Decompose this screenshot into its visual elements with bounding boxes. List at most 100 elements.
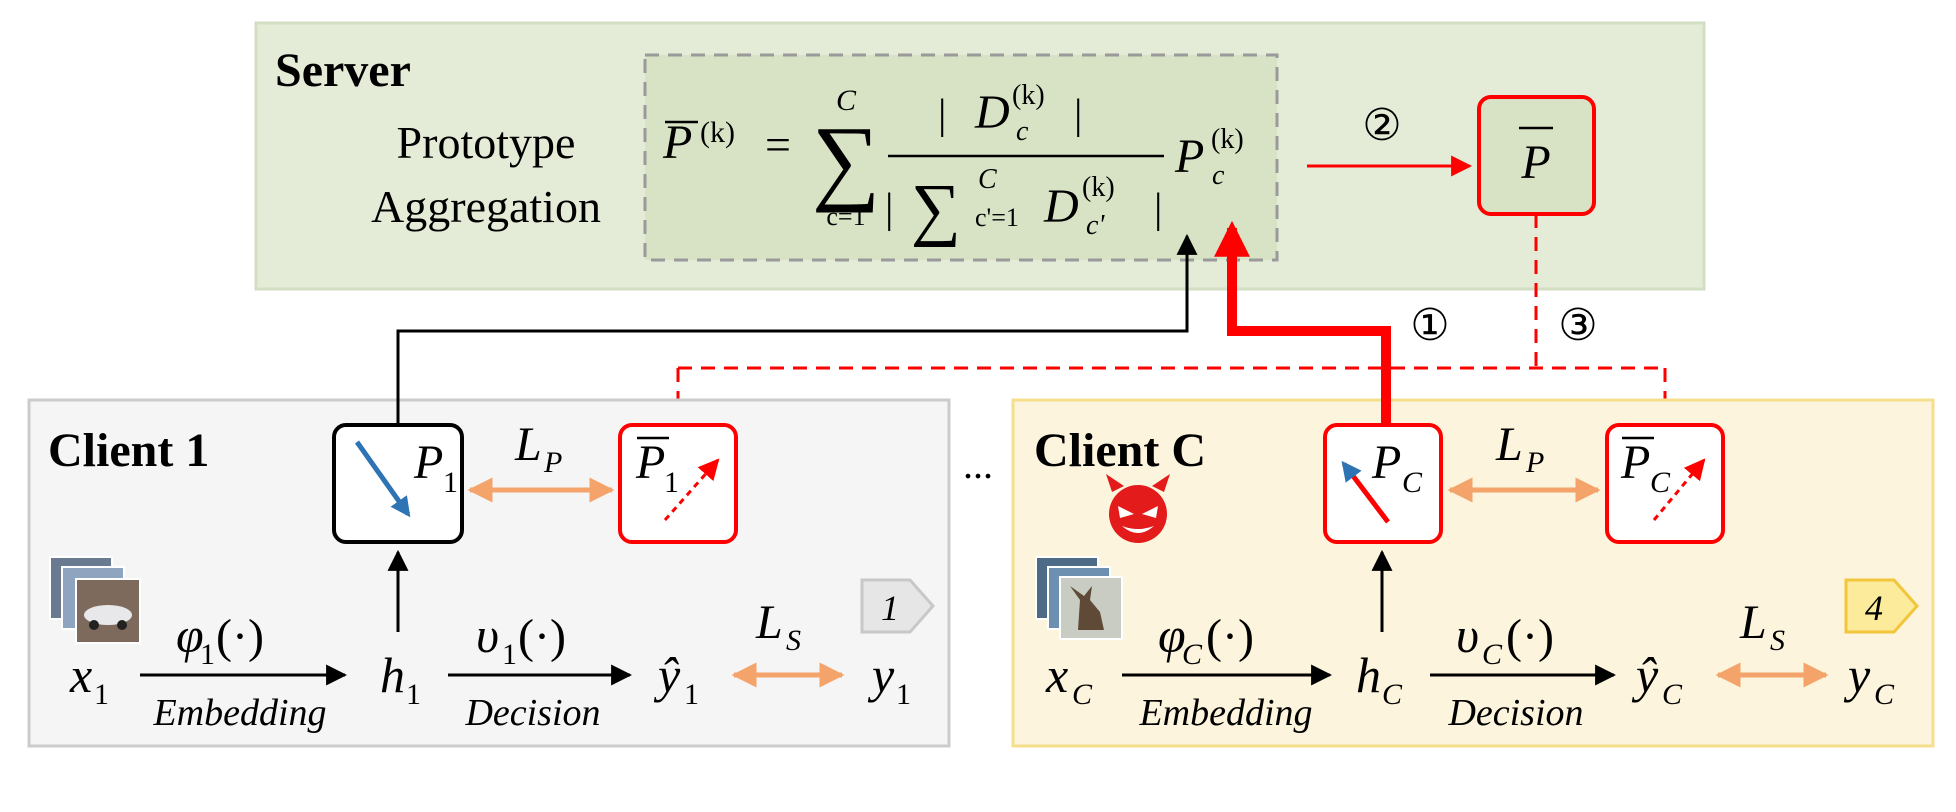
server-title: Server [275, 44, 411, 97]
formula-rhs-sup: (k) [1211, 124, 1244, 155]
global-prototype-symbol: P [1520, 136, 1550, 189]
clientC-yhat-sub: C [1662, 678, 1683, 711]
formula-lhs-sup: (k) [700, 116, 735, 149]
clientC-global-prototype-box [1605, 423, 1725, 544]
clientC-phi-symbol: φ [1158, 607, 1186, 663]
clientC-lp-symbol: L [1495, 418, 1523, 471]
client1-lp-symbol: L [514, 418, 542, 471]
formula-den-bar-left: | [885, 186, 893, 232]
client1-global-symbol: P [635, 436, 665, 489]
server-label-prototype: Prototype [397, 117, 576, 168]
client1-nu-arg: (·) [518, 610, 566, 663]
client1-yhat-sub: 1 [684, 678, 699, 711]
clientC-decision-label: Decision [1447, 692, 1583, 734]
client1-ls-symbol: L [755, 596, 783, 649]
formula-sum-upper: C [836, 84, 857, 117]
server-label-aggregation: Aggregation [371, 181, 601, 232]
clientC-label-tag [1844, 578, 1920, 634]
clientC-prototype-arrow-icon [1341, 460, 1390, 524]
client1-title: Client 1 [48, 424, 209, 477]
aggregation-formula: P (k) = C ∑ c=1 | D (k) c | | ∑ C c'=1 D… [662, 80, 1244, 248]
clientC-x-symbol: x [1045, 647, 1068, 703]
clientC-phi-arg: (·) [1206, 610, 1254, 663]
formula-den-symbol: D [1043, 180, 1079, 233]
clientC-embedding-label: Embedding [1138, 692, 1312, 734]
client1-upload-arrow [396, 233, 1198, 425]
client1-h-sub: 1 [406, 678, 421, 711]
clientC-h-sub: C [1382, 678, 1403, 711]
clientC-ls-sub: S [1770, 624, 1785, 657]
clientC-h-symbol: h [1356, 647, 1381, 703]
client1-nu-sub: 1 [502, 638, 517, 671]
client1-h-symbol: h [380, 647, 405, 703]
client1-label-tag-text: 1 [881, 588, 899, 628]
client1-x-symbol: x [69, 647, 92, 703]
formula-den-sum-upper: C [978, 164, 997, 195]
clientC-nu-symbol: υ [1456, 607, 1479, 663]
client1-image-stack [49, 556, 141, 644]
client1-ls-sub: S [786, 624, 801, 657]
client1-yhat-symbol: ŷ [653, 647, 681, 703]
client1-prototype-arrow-icon [354, 440, 411, 518]
client1-proto-sub: 1 [443, 466, 458, 499]
client1-y-sub: 1 [896, 678, 911, 711]
client1-x-sub: 1 [94, 678, 109, 711]
clientC-proto-symbol: P [1371, 436, 1401, 489]
formula-num-sub: c [1016, 116, 1029, 147]
clientC-y-sub: C [1874, 678, 1895, 711]
clientC-image-stack [1035, 556, 1123, 640]
client1-phi-symbol: φ [176, 607, 204, 663]
client1-label-tag [860, 578, 936, 634]
clientC-ls-symbol: L [1739, 596, 1767, 649]
formula-den-sum-lower: c'=1 [975, 203, 1019, 232]
formula-den-sigma: ∑ [911, 171, 961, 248]
client1-proto-symbol: P [413, 436, 443, 489]
clientC-malicious-upload-arrow [1214, 220, 1391, 425]
formula-den-sup: (k) [1082, 172, 1115, 203]
client1-nu-symbol: υ [476, 607, 499, 663]
client1-y-symbol: y [867, 647, 895, 703]
formula-equals: = [765, 119, 791, 170]
client1-global-arrow-icon [663, 458, 720, 521]
client1-embedding-label: Embedding [152, 692, 326, 734]
client1-lp-sub: P [543, 446, 562, 479]
clientC-nu-arg: (·) [1506, 610, 1554, 663]
clients-ellipsis: ... [963, 442, 993, 487]
formula-num-sup: (k) [1012, 80, 1045, 111]
client1-phi-sub: 1 [200, 638, 215, 671]
clientC-global-symbol: P [1620, 436, 1650, 489]
formula-rhs-sub: c [1212, 160, 1225, 191]
formula-num-bar-left: | [938, 92, 946, 138]
formula-sum-lower: c=1 [826, 202, 865, 231]
step3-label: ③ [1558, 301, 1597, 350]
malicious-devil-icon [1106, 474, 1170, 543]
formula-rhs-symbol: P [1174, 130, 1204, 183]
formula-den-bar-right: | [1154, 186, 1162, 232]
client1-global-prototype-box [618, 423, 738, 544]
client1-global-sub: 1 [664, 466, 679, 499]
client1-decision-label: Decision [464, 692, 600, 734]
formula-num-symbol: D [974, 86, 1010, 139]
clientC-global-arrow-icon [1652, 458, 1706, 521]
clientC-proto-sub: C [1402, 466, 1423, 499]
formula-sum-sigma: ∑ [812, 106, 880, 213]
client1-phi-arg: (·) [216, 610, 264, 663]
formula-num-bar-right: | [1074, 92, 1082, 138]
clientC-label-tag-text: 4 [1865, 588, 1883, 628]
step1-label: ① [1410, 301, 1449, 350]
clientC-phi-sub: C [1182, 638, 1203, 671]
formula-den-sub: c' [1086, 210, 1105, 241]
clientC-title: Client C [1034, 424, 1206, 477]
clientC-global-sub: C [1650, 466, 1671, 499]
clientC-y-symbol: y [1843, 647, 1871, 703]
client1-panel [27, 398, 951, 748]
clientC-yhat-symbol: ŷ [1631, 647, 1659, 703]
clientC-panel [1011, 398, 1935, 748]
clientC-x-sub: C [1072, 678, 1093, 711]
step2-label: ② [1362, 101, 1401, 150]
clientC-nu-sub: C [1482, 638, 1503, 671]
clientC-lp-sub: P [1525, 446, 1544, 479]
aggregation-formula-box [643, 53, 1279, 262]
formula-lhs-symbol: P [662, 116, 692, 169]
